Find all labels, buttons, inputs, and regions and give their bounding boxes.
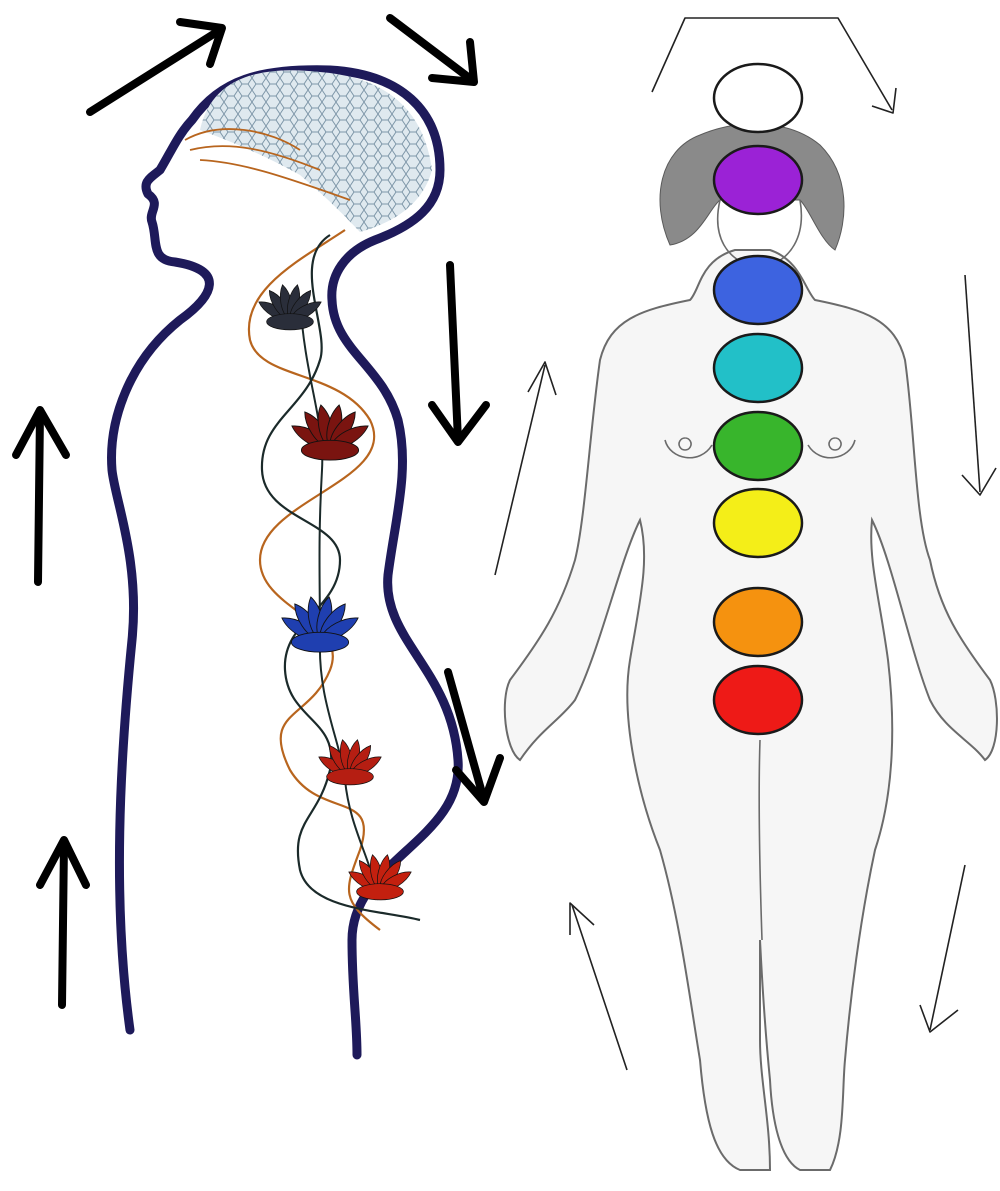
chakra-throat — [714, 256, 802, 324]
chakra-root — [714, 666, 802, 734]
chakra-heart-upper — [714, 334, 802, 402]
chakra-heart — [714, 412, 802, 480]
chakra-third-eye — [714, 146, 802, 214]
chakra-solar-plexus — [714, 489, 802, 557]
chakra-sacral — [714, 588, 802, 656]
chakra-crown — [714, 64, 802, 132]
